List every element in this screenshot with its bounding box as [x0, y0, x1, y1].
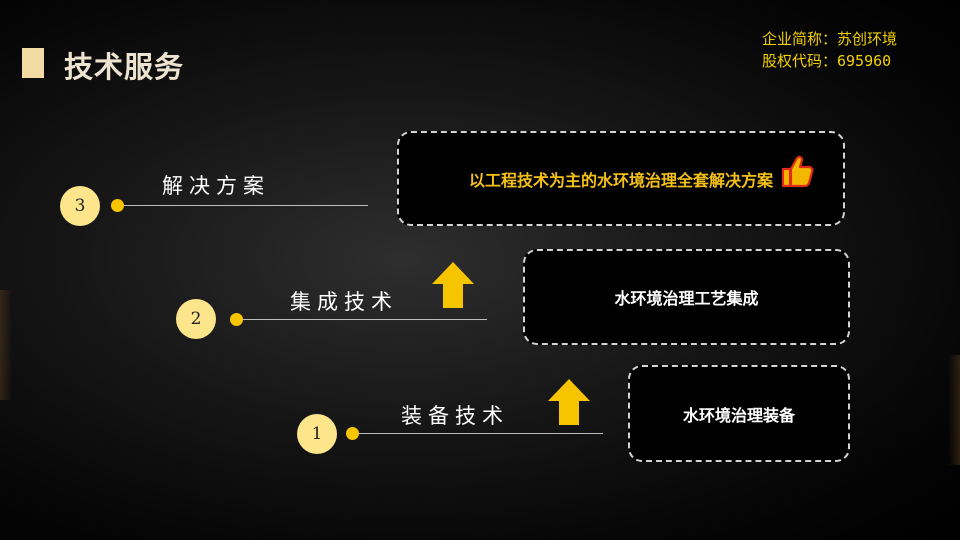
title-accent-bar [22, 48, 44, 78]
step-box-text: 水环境治理工艺集成 [614, 289, 759, 308]
step-box: 水环境治理工艺集成 [523, 249, 850, 345]
thumbs-up-icon [781, 155, 814, 188]
step-box-text: 水环境治理装备 [682, 405, 795, 425]
step-number-badge: 3 [60, 186, 100, 226]
step-box: 水环境治理装备 [628, 365, 850, 462]
company-info: 企业简称：苏创环境 股权代码：695960 [762, 28, 897, 72]
edge-glow-right [948, 355, 960, 465]
step-number-badge: 2 [176, 299, 216, 339]
step-label: 解决方案 [162, 174, 270, 198]
step-dot [346, 427, 359, 440]
step-connector-line [124, 205, 368, 206]
step-box: 以工程技术为主的水环境治理全套解决方案 [397, 131, 845, 226]
step-connector-line [243, 319, 487, 320]
company-code: 股权代码：695960 [762, 52, 892, 70]
step-label: 集成技术 [290, 290, 398, 314]
up-arrow-icon [548, 379, 590, 425]
step-dot [230, 313, 243, 326]
company-name: 企业简称：苏创环境 [762, 30, 898, 48]
step-dot [111, 199, 124, 212]
step-number-badge: 1 [297, 414, 337, 454]
up-arrow-icon [432, 262, 474, 308]
edge-glow-left [0, 290, 12, 400]
step-connector-line [359, 433, 603, 434]
step-label: 装备技术 [401, 404, 509, 428]
step-box-text: 以工程技术为主的水环境治理全套解决方案 [468, 170, 773, 190]
page-title: 技术服务 [64, 50, 185, 84]
